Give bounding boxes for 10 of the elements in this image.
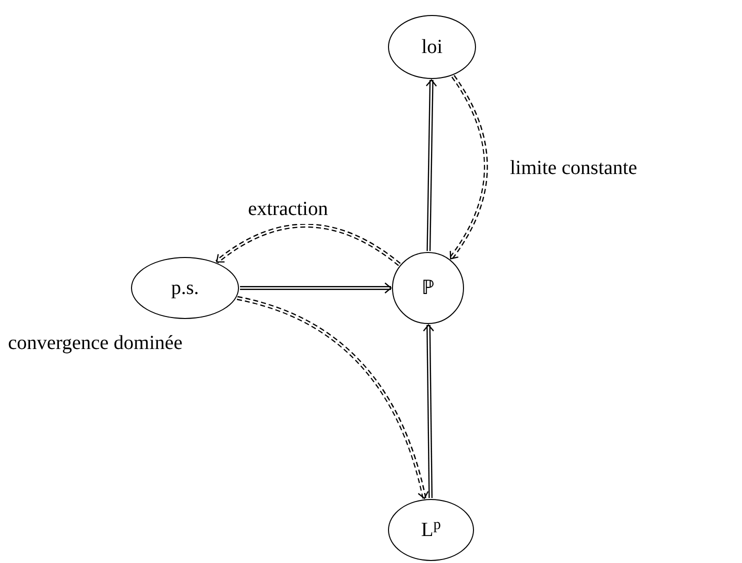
node-label: ℙ [422,278,434,298]
node-label: L$^{p}$ [421,520,441,540]
double-arrow [216,224,401,266]
double-arrow [422,324,434,498]
node-label: loi [421,37,443,57]
double-arrow [240,282,392,294]
double-arrow [449,75,488,260]
double-arrow [426,79,437,252]
node-label: p.s. [171,278,199,298]
double-arrow [236,296,428,499]
